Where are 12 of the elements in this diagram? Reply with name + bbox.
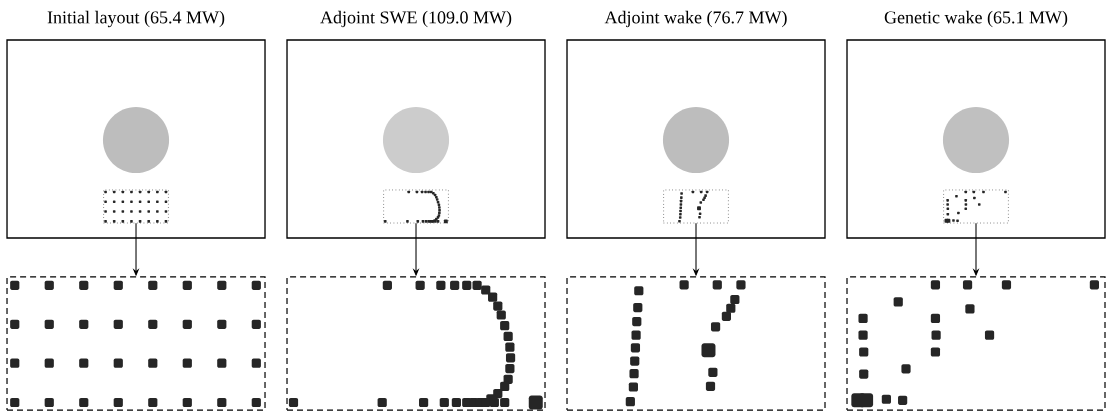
zoom-box [566,276,826,411]
farm-area-box [943,189,1009,224]
panel-title: Initial layout (65.4 MW) [47,10,225,28]
zoom-box [286,276,546,411]
panel-title: Adjoint SWE (109.0 MW) [320,10,512,28]
panel-title: Genetic wake (65.1 MW) [884,10,1068,28]
farm-area-box [103,189,169,224]
farm-area-box [383,189,449,224]
zoom-box [6,276,266,411]
panel-title: Adjoint wake (76.7 MW) [604,10,787,28]
farm-area-box [663,189,729,224]
zoom-box [846,276,1106,411]
